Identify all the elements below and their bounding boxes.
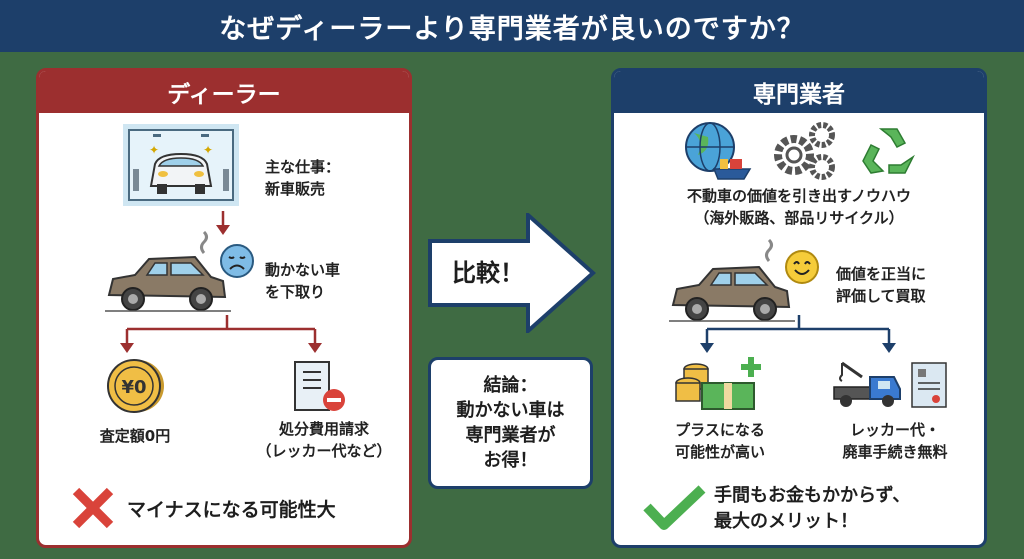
compare-arrow: 比較！ — [428, 210, 598, 337]
specialist-result1-line2: 可能性が高い — [674, 443, 765, 461]
recycle-icon — [862, 128, 915, 174]
showroom-car-icon: ✦✦ — [123, 124, 239, 206]
header-banner: なぜディーラーより専門業者が良いのですか？ — [0, 0, 1024, 52]
specialist-result2-line2: 廃車手続き無料 — [842, 443, 948, 461]
happy-face-icon — [785, 250, 819, 284]
conclusion-line3: 専門業者が — [465, 425, 556, 446]
eval-line1: 価値を正当に — [836, 265, 927, 283]
tow-truck-document-icon — [833, 361, 947, 408]
branch-arrows — [120, 315, 322, 353]
dealer-verdict: マイナスになる可能性大 — [127, 499, 336, 521]
sad-face-icon — [220, 244, 254, 278]
conclusion-line4: お得！ — [483, 450, 538, 471]
dealer-trade-line2: を下取り — [265, 283, 326, 301]
compare-label: 比較！ — [452, 259, 524, 287]
svg-text:✦: ✦ — [149, 143, 159, 157]
branch-arrows — [700, 315, 896, 353]
svg-text:✦: ✦ — [203, 143, 213, 157]
arrow-down-icon — [216, 211, 230, 235]
specialist-verdict-line2: 最大のメリット！ — [714, 511, 858, 532]
dealer-panel-title: ディーラー — [39, 71, 409, 113]
dealer-result1: 査定額0円 — [99, 427, 171, 445]
yen-coin-icon: ¥0 — [107, 359, 164, 413]
money-plus-icon — [675, 357, 761, 410]
knowhow-line2: （海外販路、部品リサイクル） — [694, 209, 904, 227]
coin-label: ¥0 — [121, 377, 146, 398]
specialist-verdict-line1: 手間もお金もかからず、 — [714, 485, 911, 506]
invoice-minus-icon — [294, 361, 345, 411]
checkmark-icon — [643, 485, 706, 530]
smoke-icon — [765, 239, 773, 262]
gears-icon — [774, 122, 835, 180]
specialist-result2-line1: レッカー代・ — [849, 421, 940, 439]
dealer-trade-line1: 動かない車 — [265, 261, 341, 279]
conclusion-line2: 動かない車は — [456, 400, 565, 421]
smoke-icon — [200, 231, 208, 254]
globe-ship-icon — [685, 122, 752, 180]
cross-icon — [72, 487, 114, 529]
specialist-panel: 専門業者 不動車の価値を引き出すノウハウ （海外販路、部品リサイクル） — [611, 68, 987, 548]
broken-car-icon — [669, 265, 795, 322]
eval-line2: 評価して買取 — [836, 287, 926, 305]
dealer-result2-line1: 処分費用請求 — [278, 420, 369, 438]
dealer-job-line2: 新車販売 — [265, 180, 326, 198]
knowhow-line1: 不動車の価値を引き出すノウハウ — [686, 187, 912, 205]
dealer-job-line1: 主な仕事： — [265, 158, 341, 176]
specialist-panel-title: 専門業者 — [614, 71, 984, 113]
dealer-panel: ディーラー ✦✦ 主な仕事： 新車販売 動かない車 を — [36, 68, 412, 548]
dealer-result2-line2: （レッカー代など） — [256, 442, 392, 460]
conclusion-box: 結論： 動かない車は 専門業者が お得！ — [428, 357, 593, 489]
specialist-result1-line1: プラスになる — [675, 421, 765, 439]
conclusion-line1: 結論： — [483, 375, 538, 396]
broken-car-icon — [105, 255, 231, 312]
page-title: なぜディーラーより専門業者が良いのですか？ — [219, 13, 805, 45]
